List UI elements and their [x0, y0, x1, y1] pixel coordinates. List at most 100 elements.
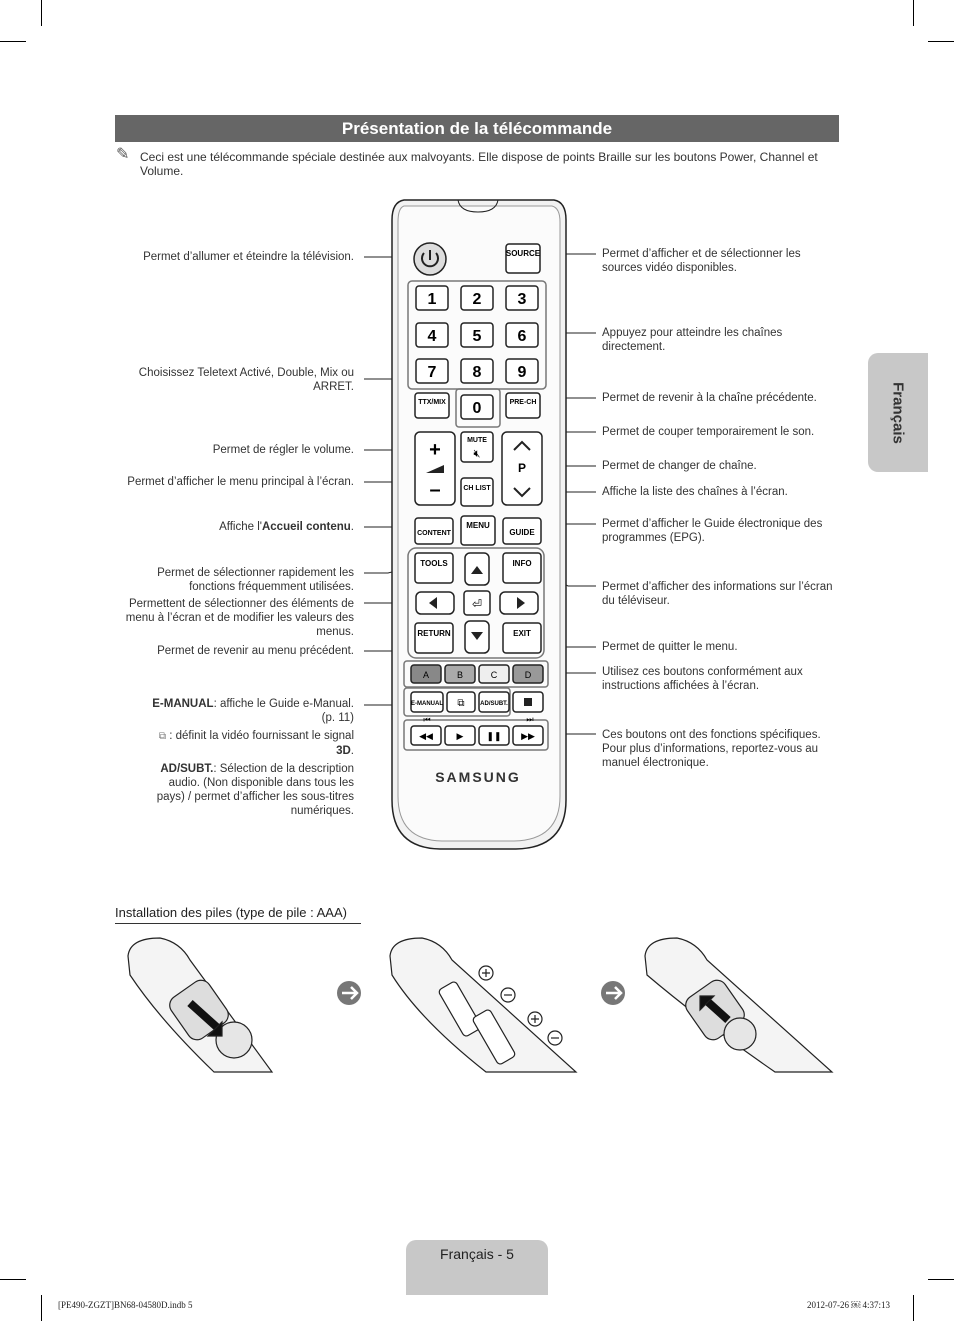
digit-label: 7 [428, 364, 437, 381]
digit-label: 3 [518, 291, 527, 308]
pause-icon: ❚❚ [486, 731, 501, 742]
enter-icon: ⏎ [472, 597, 482, 611]
channel-label: P [518, 461, 526, 475]
label-emanual-bold: E-MANUAL [152, 698, 214, 710]
ch-list-button[interactable] [460, 477, 494, 507]
label-emanual: E-MANUAL: affiche le Guide e-Manual. (p.… [140, 697, 354, 725]
return-label: RETURN [417, 629, 451, 638]
crop-mark [913, 0, 914, 26]
skip-forward-icon: ⏭ [526, 715, 533, 724]
zero-group [455, 388, 501, 428]
volume-up-icon: + [429, 439, 441, 461]
volume-level-icon [426, 465, 444, 473]
digit-button[interactable] [460, 322, 494, 348]
content-button[interactable] [414, 517, 454, 545]
digit-button[interactable] [460, 285, 494, 311]
digit-button[interactable] [415, 322, 449, 348]
label-media: Ces boutons ont des fonctions spécifique… [602, 729, 821, 769]
pre-ch-button[interactable] [505, 392, 541, 419]
3d-button[interactable] [446, 691, 476, 713]
pause-button[interactable] [478, 725, 510, 746]
label-power: Permet d’allumer et éteindre la télévisi… [143, 251, 354, 263]
guide-button[interactable] [502, 517, 542, 545]
digit-button[interactable] [415, 358, 449, 384]
label-3d-post: . [350, 745, 354, 757]
enter-button[interactable] [463, 590, 491, 616]
label-colors: Utilisez ces boutons conformément aux in… [602, 666, 803, 692]
ad-subt-button[interactable] [478, 691, 510, 713]
media-group [403, 719, 549, 751]
play-icon: ▶ [457, 731, 464, 741]
tools-label: TOOLS [420, 559, 448, 568]
language-tab: Français [868, 353, 928, 472]
digit-button[interactable] [415, 285, 449, 311]
left-arrow-icon [429, 597, 437, 609]
digit-label: 6 [518, 328, 527, 345]
digit-button[interactable] [460, 394, 494, 420]
rewind-icon: ◀◀ [419, 731, 433, 741]
digit-label: 5 [473, 328, 482, 345]
color-button-d[interactable] [512, 664, 544, 684]
ttx-mix-label: TTX/MIX [418, 399, 446, 406]
channel-rocker[interactable] [501, 431, 543, 506]
return-button[interactable] [414, 622, 454, 654]
navigation-pad [407, 547, 545, 659]
mute-label: MUTE [467, 437, 487, 444]
digit-button[interactable] [505, 322, 539, 348]
info-button[interactable] [502, 552, 542, 584]
polarity-icons [478, 965, 563, 1046]
fast-forward-icon: ▶▶ [521, 731, 535, 741]
source-button[interactable] [505, 243, 541, 274]
info-label: INFO [512, 559, 531, 568]
page-number: Français - 5 [440, 1246, 514, 1262]
label-content: Affiche l'Accueil contenu. [120, 520, 354, 534]
digit-label: 9 [518, 364, 527, 381]
label-ttx: Choisissez Teletext Activé, Double, Mix … [138, 367, 354, 393]
color-buttons-group [403, 660, 549, 688]
volume-rocker[interactable] [414, 431, 456, 506]
fast-forward-button[interactable] [512, 725, 544, 746]
label-content-pre: Affiche l' [219, 521, 262, 533]
label-3d-text: : définit la vidéo fournissant le signal [169, 730, 354, 742]
crop-mark [913, 1295, 914, 1321]
label-tools: Permet de sélectionner rapidement les fo… [157, 567, 354, 593]
crop-mark [41, 1295, 42, 1321]
color-button-a[interactable] [410, 664, 442, 684]
digit-button[interactable] [460, 358, 494, 384]
crop-mark [0, 41, 26, 42]
menu-button[interactable] [460, 515, 496, 546]
battery-section-title: Installation des piles (type de pile : A… [115, 905, 361, 924]
crop-mark [928, 41, 954, 42]
label-content-post: . [350, 521, 354, 533]
label-guide: Permet d’afficher le Guide électronique … [602, 518, 823, 544]
label-source: Permet d’afficher et de sélectionner les… [602, 248, 801, 274]
label-menu: Permet d’afficher le menu principal à l’… [127, 476, 354, 488]
menu-label: MENU [466, 521, 490, 530]
rewind-button[interactable] [410, 725, 442, 746]
label-3d-bold: 3D [336, 745, 351, 757]
label-adsubt-text: : Sélection de la description audio. (No… [156, 763, 354, 817]
label-channel: Permet de changer de chaîne. [602, 460, 757, 472]
digit-button[interactable] [505, 285, 539, 311]
3d-icon: ⧉ [158, 731, 167, 742]
e-manual-label: E-MANUAL [411, 701, 443, 707]
ttx-mix-button[interactable] [414, 392, 450, 419]
digit-label: 0 [473, 400, 482, 417]
mute-button[interactable] [460, 431, 494, 463]
tools-button[interactable] [414, 552, 454, 584]
power-icon [421, 250, 439, 268]
play-button[interactable] [444, 725, 476, 746]
digit-label: 2 [473, 291, 482, 308]
color-button-label: D [525, 670, 532, 680]
source-label: SOURCE [506, 249, 541, 258]
guide-label: GUIDE [509, 528, 535, 537]
color-button-b[interactable] [444, 664, 476, 684]
label-content-bold: Accueil contenu [261, 521, 351, 533]
exit-button[interactable] [502, 622, 542, 654]
function-group [403, 687, 511, 717]
color-button-c[interactable] [478, 664, 510, 684]
label-volume: Permet de régler le volume. [212, 444, 354, 456]
e-manual-button[interactable] [410, 691, 444, 713]
3d-icon: ⧉ [457, 698, 464, 709]
digit-button[interactable] [505, 358, 539, 384]
